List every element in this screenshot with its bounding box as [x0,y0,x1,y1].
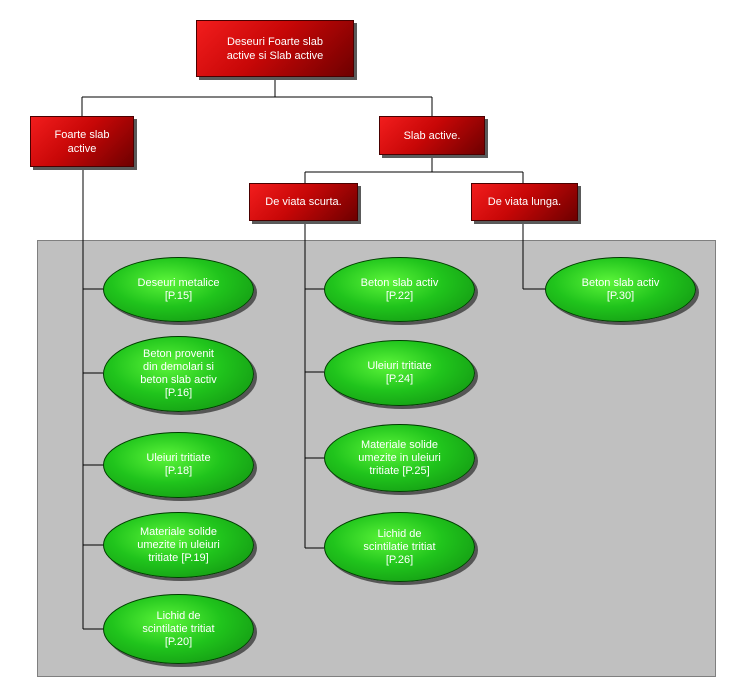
foarte-slab-node: Foarte slab active [30,116,134,167]
foarte-item-4-label: Materiale solide umezite in uleiuri trit… [137,525,220,564]
foarte-item-3: Uleiuri tritiate [P.18] [103,432,254,498]
scurta-item-4: Lichid de scintilatie tritiat [P.26] [324,512,475,582]
slab-active-node: Slab active. [379,116,485,155]
scurta-item-3: Materiale solide umezite in uleiuri trit… [324,424,475,492]
viata-lunga-node: De viata lunga. [471,183,578,221]
scurta-item-3-label: Materiale solide umezite in uleiuri trit… [358,438,441,477]
viata-scurta-node: De viata scurta. [249,183,358,221]
foarte-item-5-label: Lichid de scintilatie tritiat [P.20] [142,609,215,648]
scurta-item-1: Beton slab activ [P.22] [324,257,475,322]
foarte-slab-label: Foarte slab active [54,128,110,155]
viata-lunga-label: De viata lunga. [487,196,562,208]
viata-scurta-label: De viata scurta. [265,196,342,208]
scurta-item-2: Uleiuri tritiate [P.24] [324,340,475,406]
lunga-item-1: Beton slab activ [P.30] [545,257,696,322]
foarte-item-5: Lichid de scintilatie tritiat [P.20] [103,594,254,664]
scurta-item-4-label: Lichid de scintilatie tritiat [P.26] [363,527,436,566]
foarte-item-1: Deseuri metalice [P.15] [103,257,254,322]
foarte-item-4: Materiale solide umezite in uleiuri trit… [103,512,254,578]
slab-active-label: Slab active. [403,129,461,142]
root-node: Deseuri Foarte slab active si Slab activ… [196,20,354,77]
lunga-item-1-label: Beton slab activ [P.30] [581,276,660,302]
foarte-item-2: Beton provenit din demolari si beton sla… [103,336,254,412]
foarte-item-3-label: Uleiuri tritiate [P.18] [146,452,211,477]
scurta-item-1-label: Beton slab activ [P.22] [360,276,439,302]
root-node-label: Deseuri Foarte slab active si Slab activ… [226,35,324,62]
foarte-item-2-label: Beton provenit din demolari si beton sla… [140,348,217,399]
scurta-item-2-label: Uleiuri tritiate [P.24] [367,360,432,385]
foarte-item-1-label: Deseuri metalice [P.15] [137,276,220,302]
